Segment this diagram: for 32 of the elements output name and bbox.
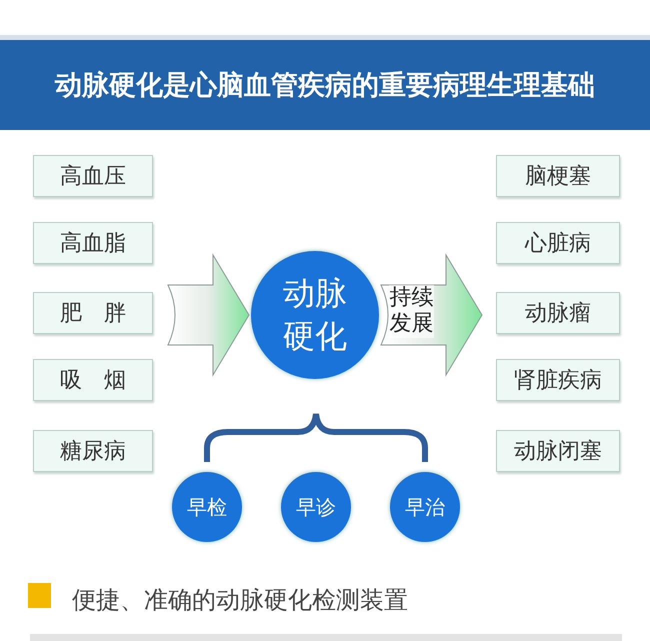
factor-box	[496, 359, 620, 401]
factor-box	[496, 292, 620, 334]
edge-label: 持续发展	[389, 285, 434, 338]
factor-box	[496, 430, 620, 472]
node-text: 高血压	[60, 163, 126, 191]
node-text: 糖尿病	[60, 438, 126, 466]
factor-box	[33, 292, 153, 334]
title-banner: 动脉硬化是心脑血管疾病的重要病理生理基础	[0, 35, 650, 130]
factor-box	[496, 222, 620, 264]
factor-box	[33, 222, 153, 264]
node-text: 肾脏疾病	[514, 367, 602, 395]
node-text: 动脉硬化	[282, 272, 348, 357]
node-text: 肥 胖	[60, 300, 126, 328]
factor-box	[33, 155, 153, 197]
block-arrow	[380, 254, 482, 376]
factor-box	[496, 155, 620, 197]
note-text: 便捷、准确的动脉硬化检测装置	[72, 585, 408, 616]
node-text: 动脉闭塞	[514, 438, 602, 466]
block-arrow	[168, 254, 250, 376]
node-text: 早治	[405, 494, 445, 520]
node-text: 动脉瘤	[525, 300, 591, 328]
step-circle	[390, 472, 460, 542]
node-text: 早诊	[296, 494, 336, 520]
node-text: 脑梗塞	[525, 163, 591, 191]
factor-box	[33, 430, 153, 472]
step-circle	[172, 472, 242, 542]
step-circle	[281, 472, 351, 542]
node-text: 高血脂	[60, 230, 126, 258]
factor-box	[33, 359, 153, 401]
node-text: 心脏病	[525, 230, 591, 258]
node-text: 早检	[187, 494, 227, 520]
node-text: 吸 烟	[60, 367, 126, 395]
